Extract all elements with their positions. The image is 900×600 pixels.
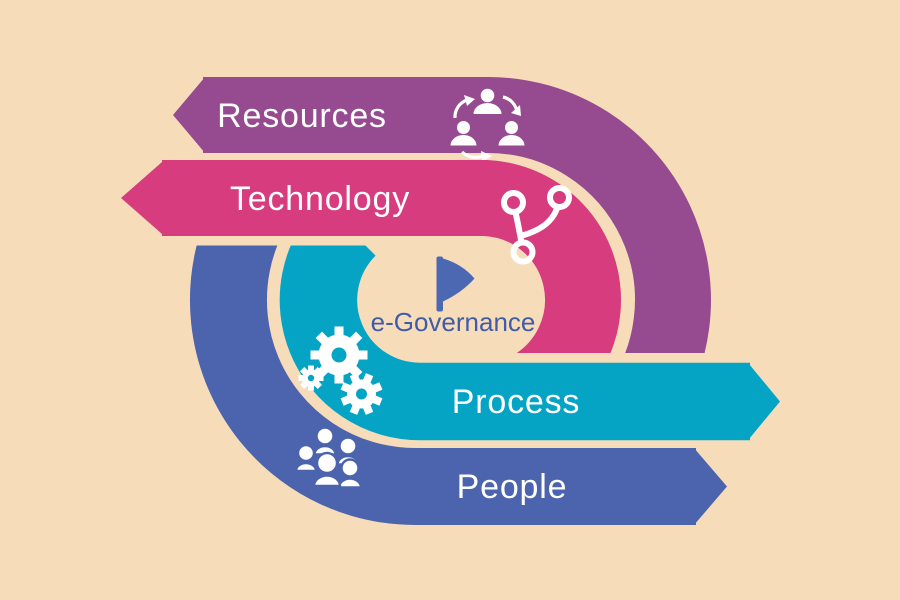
technology-arrowhead — [121, 160, 164, 236]
technology-label: Technology — [230, 180, 410, 218]
person-back-left — [294, 443, 318, 473]
band-process: Process — [279, 245, 780, 441]
resources-label: Resources — [217, 97, 387, 135]
flag-pole — [436, 256, 443, 312]
people-label: People — [457, 468, 568, 506]
center-label: e-Governance — [371, 307, 536, 337]
person-top — [473, 88, 502, 114]
resources-arrowhead — [173, 77, 205, 153]
cycle-arrows — [453, 95, 521, 162]
person-front-center — [312, 451, 342, 488]
gears-icon — [298, 326, 383, 415]
process-arrowhead — [748, 362, 780, 441]
gear-small — [298, 365, 324, 391]
people-ribbon — [189, 245, 696, 525]
person-back-top — [313, 426, 337, 456]
band-people: People — [189, 245, 727, 525]
process-label: Process — [452, 383, 580, 421]
band-resources: Resources — [173, 77, 711, 353]
flag-pennant — [443, 258, 475, 302]
gear-large — [310, 326, 368, 384]
person-left — [450, 121, 477, 146]
center-capsule: e-Governance — [371, 256, 536, 337]
git-branch-icon — [501, 185, 572, 265]
gear-medium — [340, 373, 383, 415]
technology-ribbon — [162, 160, 621, 353]
git-stem — [512, 209, 525, 246]
git-branch — [521, 204, 561, 238]
band-technology: Technology — [121, 160, 621, 353]
flag-icon — [436, 256, 475, 312]
team-sync-icon — [450, 88, 525, 162]
people-arrowhead — [694, 448, 727, 525]
people-group-icon — [294, 426, 363, 489]
person-right — [498, 121, 525, 146]
resources-ribbon — [203, 77, 711, 353]
person-front-right — [337, 458, 363, 489]
